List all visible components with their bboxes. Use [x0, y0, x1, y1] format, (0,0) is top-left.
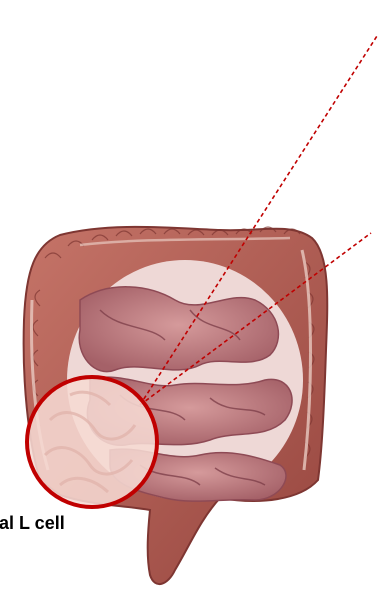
- magnifier-circle: [27, 377, 157, 507]
- cell-label: nal L cell: [0, 513, 65, 534]
